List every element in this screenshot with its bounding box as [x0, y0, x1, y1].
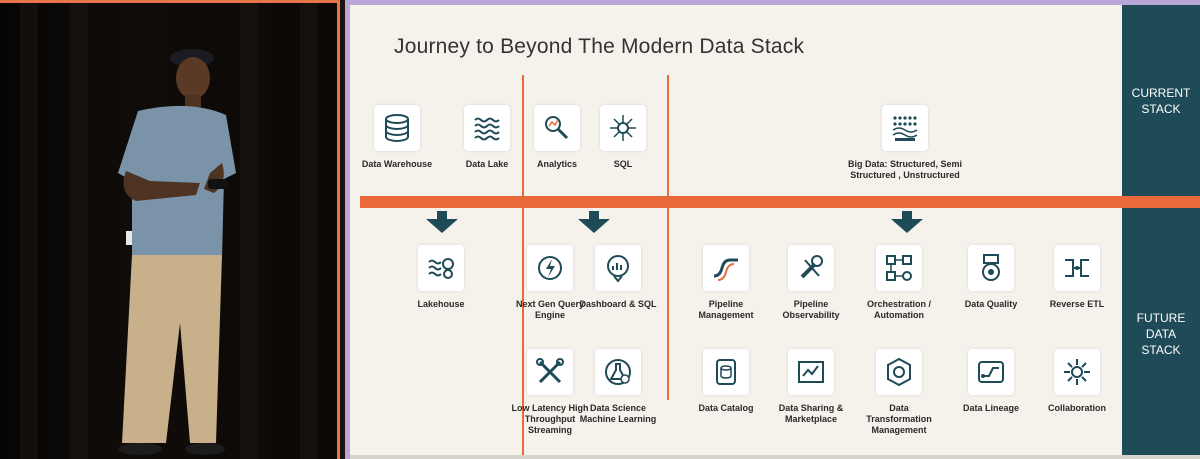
item-label: Data Quality [964, 299, 1018, 309]
item-label: Analytics [536, 159, 578, 169]
item-label: Lakehouse [417, 299, 465, 309]
item-label: Data Warehouse [361, 159, 433, 169]
current-item-sql: SQL [580, 105, 666, 170]
lineage-icon [978, 361, 1004, 383]
waves-icon [474, 117, 500, 141]
slide-pane: Journey to Beyond The Modern Data Stack … [345, 0, 1200, 459]
item-label: Pipeline Observability [782, 299, 840, 320]
item-label: Data Sharing & Marketplace [778, 403, 844, 424]
item-label: Dashboard & SQL [579, 299, 657, 309]
query-engine-icon [538, 256, 562, 280]
database-icon [385, 114, 409, 143]
future-item-data-transformation: Data Transformation Management [856, 349, 942, 436]
transformation-icon [887, 357, 911, 387]
orchestration-icon [886, 255, 912, 281]
future-item-data-lineage: Data Lineage [948, 349, 1034, 414]
future-item-lakehouse: Lakehouse [398, 245, 484, 310]
slide-title: Journey to Beyond The Modern Data Stack [394, 35, 805, 58]
current-stack-band: CURRENT STACK [1122, 5, 1200, 196]
item-label: Orchestration / Automation [866, 299, 931, 320]
item-label: Next Gen Query Engine [515, 299, 585, 320]
current-item-big-data: Big Data: Structured, Semi Structured , … [830, 105, 980, 181]
item-label: Data Lineage [962, 403, 1020, 413]
future-item-data-quality: Data Quality [948, 245, 1034, 310]
future-item-data-science: Data Science Machine Learning [578, 349, 658, 425]
divider-line-right [667, 75, 669, 400]
future-stack-band: FUTURE DATA STACK [1122, 208, 1200, 459]
future-item-reverse-etl: Reverse ETL [1034, 245, 1120, 310]
sharing-icon [798, 361, 824, 383]
item-label: Data Lake [465, 159, 509, 169]
current-item-data-warehouse: Data Warehouse [354, 105, 440, 170]
future-item-data-sharing: Data Sharing & Marketplace [768, 349, 854, 425]
reverse-etl-icon [1065, 259, 1089, 277]
current-stack-label: CURRENT STACK [1131, 85, 1191, 116]
quality-badge-icon [982, 254, 1000, 281]
wrench-icon [800, 255, 823, 279]
dashboard-icon [607, 255, 629, 283]
item-label: Low Latency High Throughput Streaming [511, 403, 589, 435]
item-label: Pipeline Management [698, 299, 754, 320]
future-item-streaming: Low Latency High Throughput Streaming [510, 349, 590, 436]
sql-network-icon [610, 115, 636, 141]
item-label: Data Catalog [698, 403, 754, 413]
future-item-pipeline-management: Pipeline Management [683, 245, 769, 321]
item-label: SQL [613, 159, 633, 169]
timeline-bar-extension [1120, 196, 1200, 208]
collaboration-icon [1064, 359, 1090, 385]
science-icon [605, 359, 631, 385]
item-label: Big Data: Structured, Semi Structured , … [847, 159, 963, 180]
pipeline-icon [713, 258, 738, 281]
slide-footer-strip [350, 455, 1200, 459]
future-item-orchestration: Orchestration / Automation [856, 245, 942, 321]
future-item-pipeline-observability: Pipeline Observability [768, 245, 854, 321]
timeline-bar [360, 196, 1120, 208]
slide: Journey to Beyond The Modern Data Stack … [350, 5, 1200, 459]
catalog-icon [716, 359, 736, 385]
analytics-icon [545, 116, 569, 140]
current-item-analytics: Analytics [514, 105, 600, 170]
current-item-data-lake: Data Lake [444, 105, 530, 170]
item-label: Reverse ETL [1049, 299, 1105, 309]
future-item-dashboard-sql: Dashboard & SQL [578, 245, 658, 310]
divider-line-left [522, 75, 524, 455]
item-label: Data Science Machine Learning [579, 403, 657, 424]
item-label: Collaboration [1048, 403, 1106, 413]
item-label: Data Transformation Management [866, 403, 932, 435]
big-data-icon [892, 116, 918, 141]
speaker-video [0, 0, 340, 459]
future-item-data-catalog: Data Catalog [683, 349, 769, 414]
future-item-collaboration: Collaboration [1034, 349, 1120, 414]
tools-icon [536, 358, 564, 384]
future-stack-label: FUTURE DATA STACK [1136, 310, 1186, 357]
future-item-query-engine: Next Gen Query Engine [510, 245, 590, 321]
lakehouse-icon [428, 258, 454, 279]
speaker-figure [118, 49, 236, 455]
